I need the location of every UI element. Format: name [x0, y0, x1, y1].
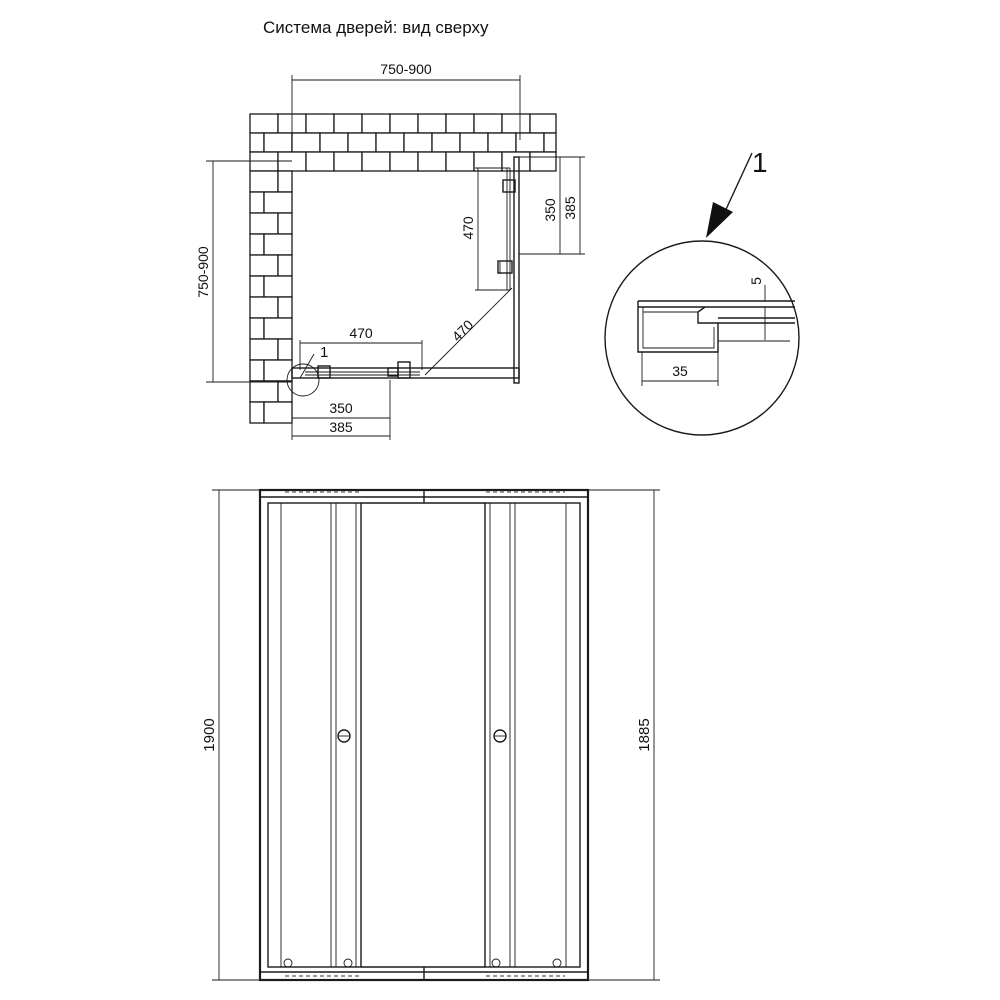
brick [347, 132, 377, 153]
height-right-dimension: 1885 [588, 489, 660, 981]
brick [417, 113, 447, 134]
brick [249, 317, 265, 340]
front-view: 1900 1885 [201, 488, 660, 982]
brick [473, 113, 503, 134]
brick [263, 401, 293, 424]
brick [459, 132, 489, 153]
brick [543, 132, 557, 153]
brick [319, 132, 349, 153]
right-door-width-label: 470 [460, 216, 476, 240]
brick [249, 401, 265, 424]
brick [277, 170, 293, 193]
hidden-lines [285, 491, 565, 977]
brick [277, 254, 293, 277]
brick [361, 151, 391, 172]
brick-wall [249, 113, 557, 424]
brick [249, 132, 265, 153]
brick [501, 113, 531, 134]
brick [375, 132, 405, 153]
brick [277, 151, 307, 172]
brick [263, 191, 293, 214]
callout-marker: 1 [320, 344, 328, 361]
brick [249, 275, 265, 298]
brick [389, 113, 419, 134]
right-door-system [497, 156, 520, 384]
brick [277, 380, 293, 403]
brick [249, 380, 279, 403]
diagonal-label: 470 [449, 316, 477, 344]
brick [487, 132, 517, 153]
bottom-door-travel-1-label: 350 [329, 400, 353, 416]
width-dimension: 750-900 [291, 61, 521, 140]
callout-1: 1 [286, 344, 328, 397]
brick [291, 132, 321, 153]
brick [249, 170, 279, 193]
height-right-label: 1885 [636, 718, 653, 751]
bottom-rollers [283, 958, 562, 968]
brick [263, 275, 293, 298]
right-door-travel-2-label: 385 [562, 196, 578, 220]
brick [249, 359, 265, 382]
brick [389, 151, 419, 172]
brick [305, 151, 335, 172]
brick [403, 132, 433, 153]
brick [263, 132, 293, 153]
bottom-door-system [291, 361, 520, 379]
detail-arrow-icon [706, 202, 733, 238]
brick [529, 113, 557, 134]
brick [263, 359, 293, 382]
depth-dimension: 750-900 [195, 160, 292, 383]
brick [249, 212, 279, 235]
diagonal-dimension: 470 [424, 287, 513, 376]
drawing-title: Система дверей: вид сверху [263, 18, 489, 37]
height-left-dimension: 1900 [201, 489, 260, 981]
top-view-plan: 750-900 750-900 [195, 61, 585, 440]
detail-gap-label: 5 [748, 277, 764, 285]
depth-label: 750-900 [195, 246, 211, 298]
left-panel [267, 502, 362, 968]
bottom-door-width-label: 470 [349, 325, 373, 341]
brick [249, 296, 279, 319]
width-label: 750-900 [380, 61, 432, 77]
brick [529, 151, 557, 172]
brick [445, 151, 475, 172]
right-panel [484, 502, 581, 968]
brick [249, 191, 265, 214]
brick [249, 113, 279, 134]
brick [305, 113, 335, 134]
brick [431, 132, 461, 153]
detail-marker: 1 [752, 147, 768, 178]
brick [277, 296, 293, 319]
brick [277, 338, 293, 361]
brick [249, 233, 265, 256]
brick [417, 151, 447, 172]
detail-profile-width-label: 35 [672, 363, 688, 379]
left-handle-icon [337, 729, 351, 743]
bottom-dimensions: 470 350 385 [291, 325, 423, 440]
right-handle-icon [493, 729, 507, 743]
brick [249, 254, 279, 277]
brick [249, 151, 279, 172]
height-left-label: 1900 [201, 718, 218, 751]
bottom-door-travel-2-label: 385 [329, 419, 353, 435]
brick [333, 113, 363, 134]
brick [263, 317, 293, 340]
brick [249, 338, 279, 361]
detail-view: 1 5 35 [604, 147, 800, 436]
brick [361, 113, 391, 134]
brick [445, 113, 475, 134]
center-panel [361, 502, 485, 968]
brick [333, 151, 363, 172]
right-dimensions: 470 350 385 [460, 156, 585, 291]
brick [277, 212, 293, 235]
right-door-travel-1-label: 350 [542, 198, 558, 222]
brick [263, 233, 293, 256]
